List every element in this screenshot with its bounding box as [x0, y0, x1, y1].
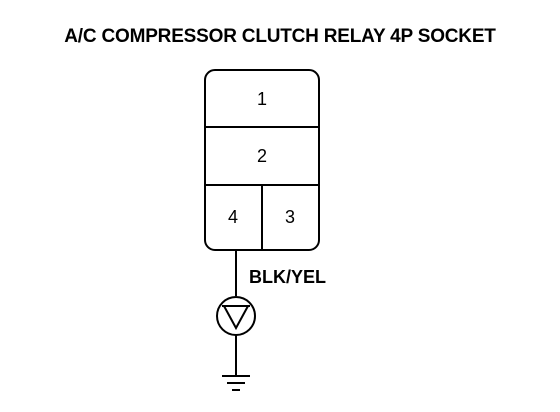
voltmeter-icon [216, 296, 256, 336]
terminal-1-label: 1 [257, 89, 267, 109]
terminal-3-label: 3 [285, 207, 295, 227]
connector-socket: 1 2 4 3 [204, 69, 320, 251]
terminal-2-label: 2 [257, 146, 267, 166]
wire-color-label: BLK/YEL [249, 267, 326, 287]
diagram-title: A/C COMPRESSOR CLUTCH RELAY 4P SOCKET [64, 26, 496, 47]
terminal-4-label: 4 [228, 207, 238, 227]
ground-icon [222, 375, 250, 391]
